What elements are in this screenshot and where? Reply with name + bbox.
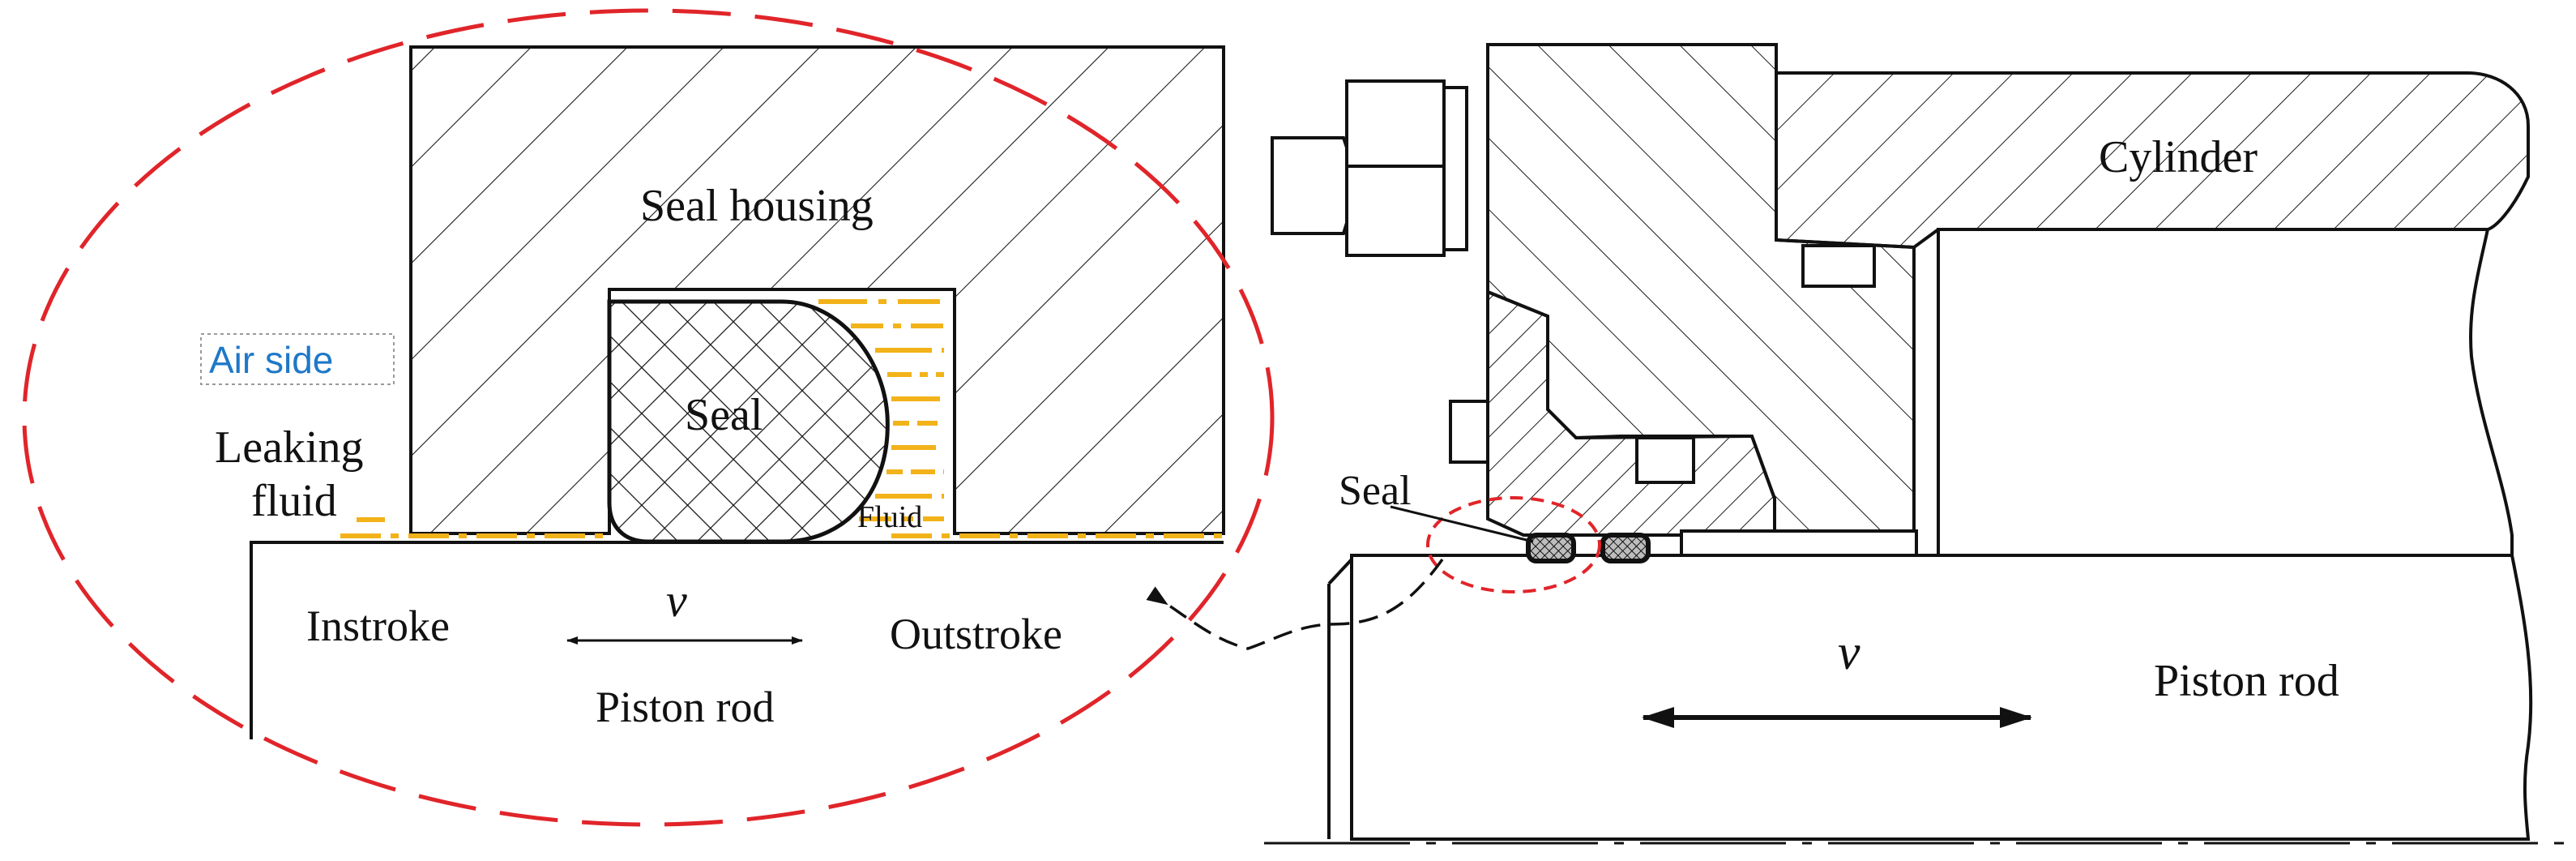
fluid-film [340,517,1224,538]
main-seal-2 [1600,533,1651,563]
main-seal-callout-label: Seal [1339,468,1412,514]
cylinder-bore [1937,228,2514,557]
main-seal-1 [1526,533,1576,563]
callout-ellipse [1426,496,1601,593]
detail-piston-rod [250,541,1224,739]
detail-outline-ellipse [22,8,1275,827]
detail-view: Seal housing Air side Leaking fluid Seal… [22,8,1275,827]
air-side-box [200,333,395,385]
bolt [1271,79,1468,257]
air-side-label: Air side [209,339,333,381]
gland-shape [1486,289,1776,537]
detail-piston-rod-label: Piston rod [596,683,775,731]
main-view: Cylinder Seal v Piston rod [1146,43,2576,845]
main-piston-rod-label: Piston rod [2154,656,2339,706]
fluid-region [818,299,944,521]
seal-leader-line [1390,505,1534,543]
callout-arrow [1146,558,1444,650]
rod-chamfer [1327,558,1353,585]
leaking-fluid-label-line2: fluid [251,476,337,526]
seal-housing-label: Seal housing [640,181,874,231]
fluid-label: Fluid [857,500,922,534]
outstroke-label: Outstroke [890,610,1062,658]
seal-shape [607,299,890,544]
cylinder-label: Cylinder [2099,132,2258,182]
main-piston-rod [1350,554,2533,841]
instroke-label: Instroke [306,602,450,650]
leaking-fluid-label-line1: Leaking [215,422,363,473]
seal-label: Seal [685,390,763,440]
main-velocity-label: v [1838,625,1860,680]
detail-velocity-label: v [666,574,687,627]
